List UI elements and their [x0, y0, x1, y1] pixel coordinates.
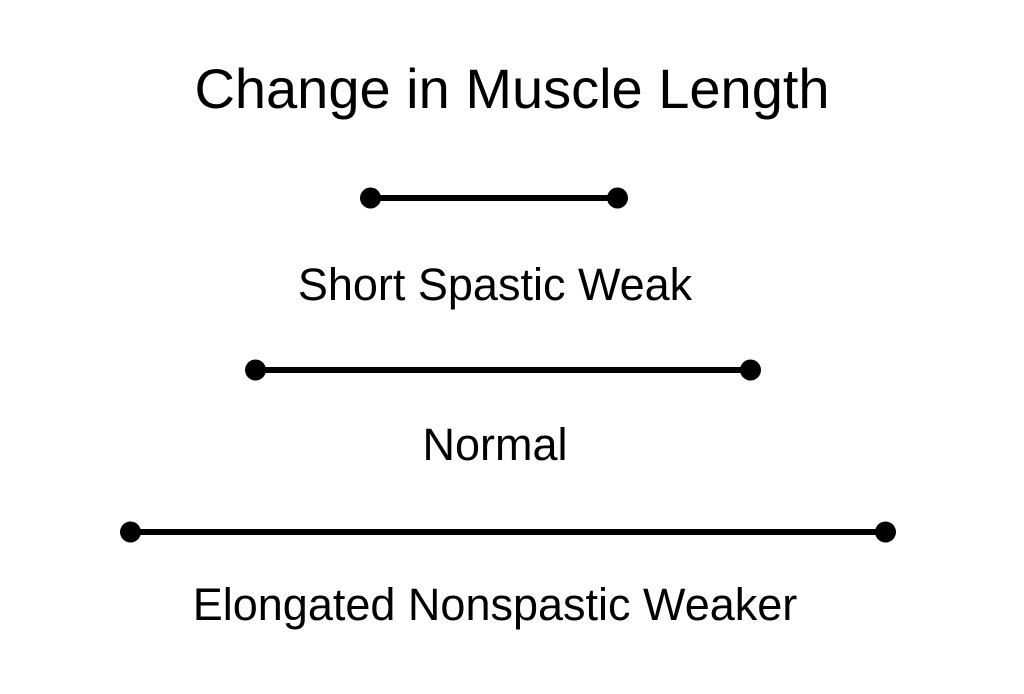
muscle-length-line-short: [370, 195, 617, 201]
diagram-title: Change in Muscle Length: [194, 57, 830, 120]
muscle-length-label-elongated: Elongated Nonspastic Weaker: [192, 579, 798, 630]
muscle-length-line-elongated: [130, 529, 885, 535]
muscle-length-line-normal: [255, 367, 750, 373]
muscle-length-label-short: Short Spastic Weak: [297, 259, 693, 310]
muscle-length-label-normal: Normal: [422, 419, 568, 470]
